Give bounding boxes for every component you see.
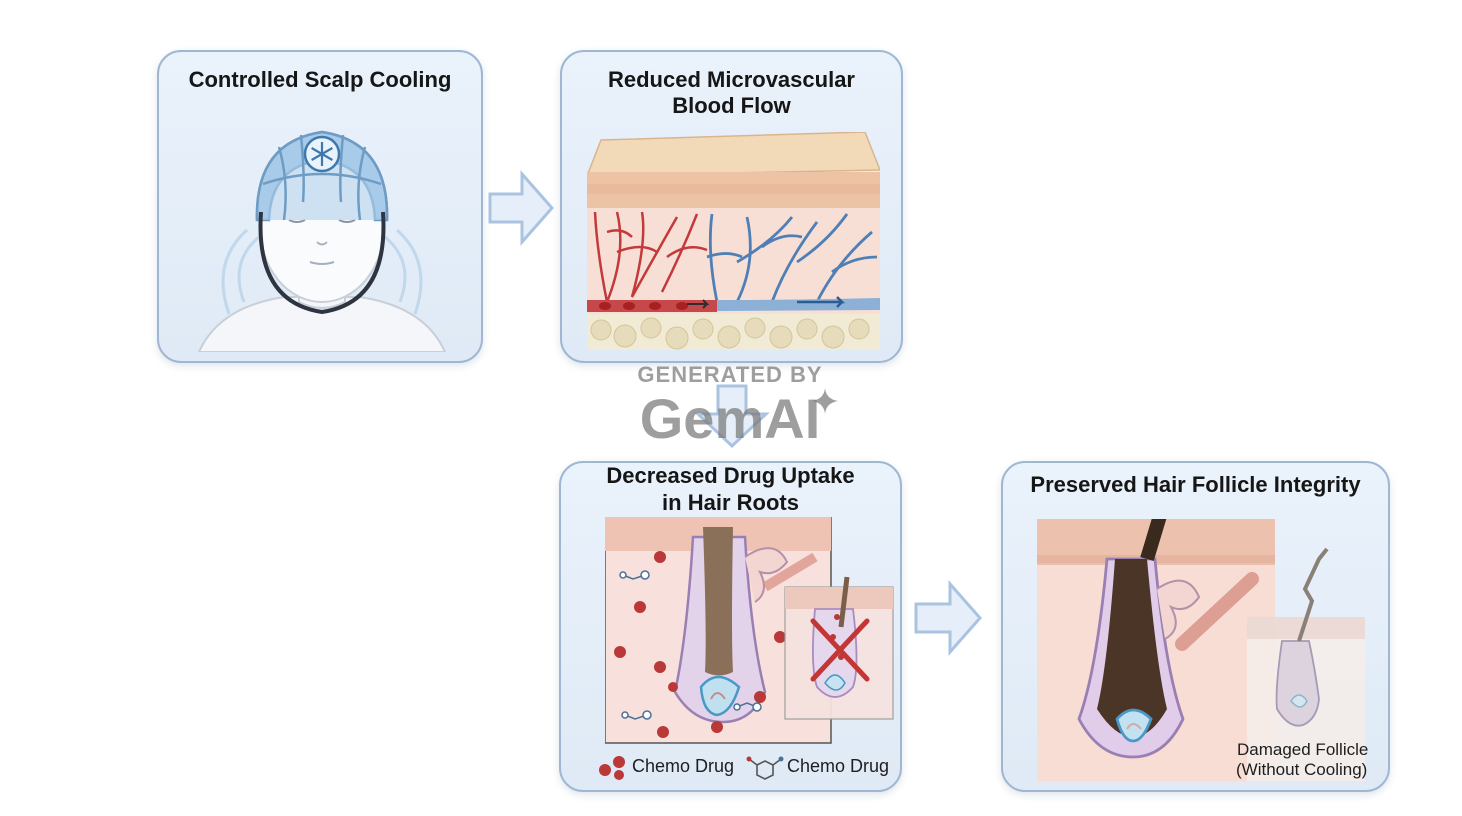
damaged-follicle-label-line1: Damaged Follicle [1237,740,1369,759]
skin-cross-section-illustration [587,132,880,350]
panel-title-blood-flow-line2: Blood Flow [672,93,791,118]
legend-chemo-drug-molecule: Chemo Drug [787,756,890,776]
damaged-follicle-label-line2: (Without Cooling) [1236,760,1368,779]
watermark-line2: GemAI [639,387,821,450]
follicle-drug-illustration [605,517,894,744]
panel-title-follicle-integrity: Preserved Hair Follicle Integrity [1030,472,1361,497]
arrow-right-1 [488,170,555,246]
panel-blood-flow: Reduced Microvascular Blood Flow [560,50,903,363]
panel-title-drug-uptake-line2: in Hair Roots [662,490,799,515]
arrow-right-2 [914,580,983,656]
molecule-icon [746,756,784,780]
watermark-line1: GENERATED BY [637,362,823,387]
healthy-follicle-illustration [1037,519,1365,781]
drug-dots-icon [599,756,625,780]
cross-out-icon [810,618,870,682]
panel-follicle-integrity: Preserved Hair Follicle Integrity Damage… [1001,461,1390,792]
panel-title-blood-flow-line1: Reduced Microvascular [608,67,855,92]
panel-title-scalp-cooling: Controlled Scalp Cooling [188,67,452,92]
snowflake-icon [303,135,341,173]
panel-title-drug-uptake-line1: Decreased Drug Uptake [606,463,855,488]
arrow-down [694,384,770,449]
watermark: GENERATED BY GemAI [600,362,860,448]
panel-scalp-cooling: Controlled Scalp Cooling [157,50,483,363]
cooling-cap-head-illustration [197,130,447,352]
legend-chemo-drug-dots: Chemo Drug [632,756,735,776]
panel-drug-uptake: Decreased Drug Uptake in Hair Roots [559,461,902,792]
sparkle-icon [812,388,838,414]
